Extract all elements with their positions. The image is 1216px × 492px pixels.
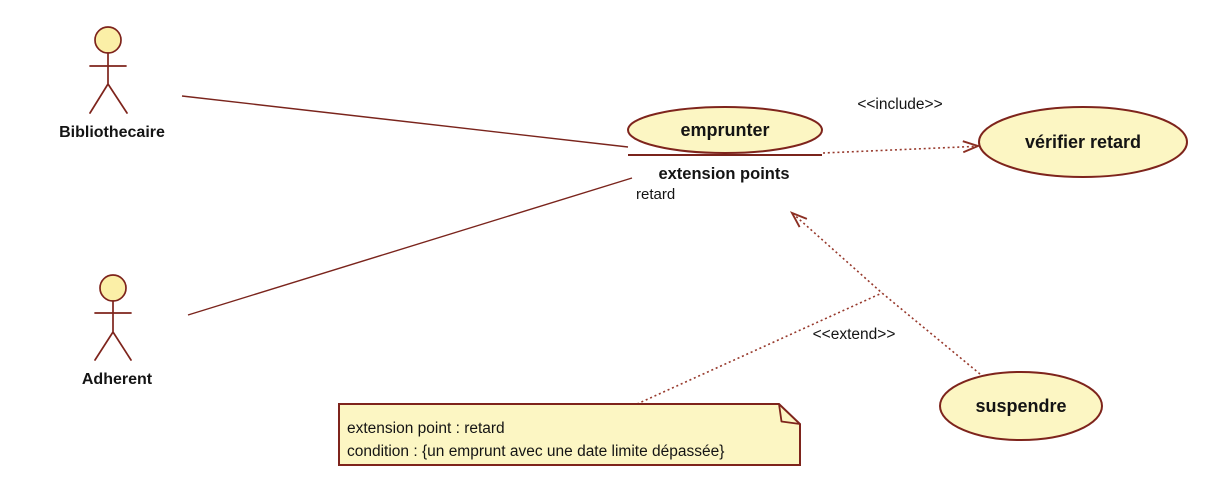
note[interactable]: extension point : retard condition : {un… — [338, 403, 801, 466]
association-bibliothecaire-emprunter[interactable] — [181, 95, 629, 148]
note-body[interactable] — [338, 403, 801, 466]
actor-adherent[interactable]: Adherent — [82, 274, 153, 388]
actor-head — [99, 274, 127, 302]
actor-label: Adherent — [82, 371, 153, 388]
extend-stereotype-label: <<extend>> — [813, 326, 896, 343]
usecase-label: suspendre — [975, 396, 1066, 416]
include-stereotype-label: <<include>> — [857, 96, 942, 113]
usecase-suspendre[interactable]: suspendre — [939, 371, 1103, 441]
usecase-label: emprunter — [680, 120, 769, 140]
extend-arrowhead — [789, 211, 808, 228]
include-relation[interactable]: <<include>> — [822, 96, 981, 154]
usecase-verifier-retard[interactable]: vérifier retard — [978, 106, 1188, 178]
note-text-line-2: condition : {un emprunt avec une date li… — [347, 443, 724, 460]
include-dotted-line[interactable] — [822, 145, 976, 154]
actor-bibliothecaire[interactable]: Bibliothecaire — [59, 26, 165, 141]
actor-label: Bibliothecaire — [59, 124, 165, 141]
note-text-line-1: extension point : retard — [347, 420, 505, 437]
include-arrowhead — [962, 140, 981, 154]
note-fold — [778, 403, 801, 425]
usecase-emprunter[interactable]: emprunter extension points retard — [627, 106, 823, 203]
note-connector[interactable] — [636, 292, 883, 405]
extend-relation[interactable]: <<extend>> — [789, 211, 981, 375]
association-adherent-emprunter[interactable] — [187, 177, 633, 316]
extension-point-name: retard — [636, 186, 675, 203]
usecase-label: vérifier retard — [1025, 132, 1141, 152]
extension-points-header: extension points — [658, 165, 789, 183]
usecase-ellipse[interactable] — [939, 371, 1103, 441]
actor-figure — [89, 52, 128, 114]
actor-head — [94, 26, 122, 54]
usecase-ellipse[interactable] — [627, 106, 823, 154]
extend-dotted-line[interactable] — [794, 214, 981, 375]
actor-figure — [94, 300, 132, 361]
usecase-ellipse[interactable] — [978, 106, 1188, 178]
